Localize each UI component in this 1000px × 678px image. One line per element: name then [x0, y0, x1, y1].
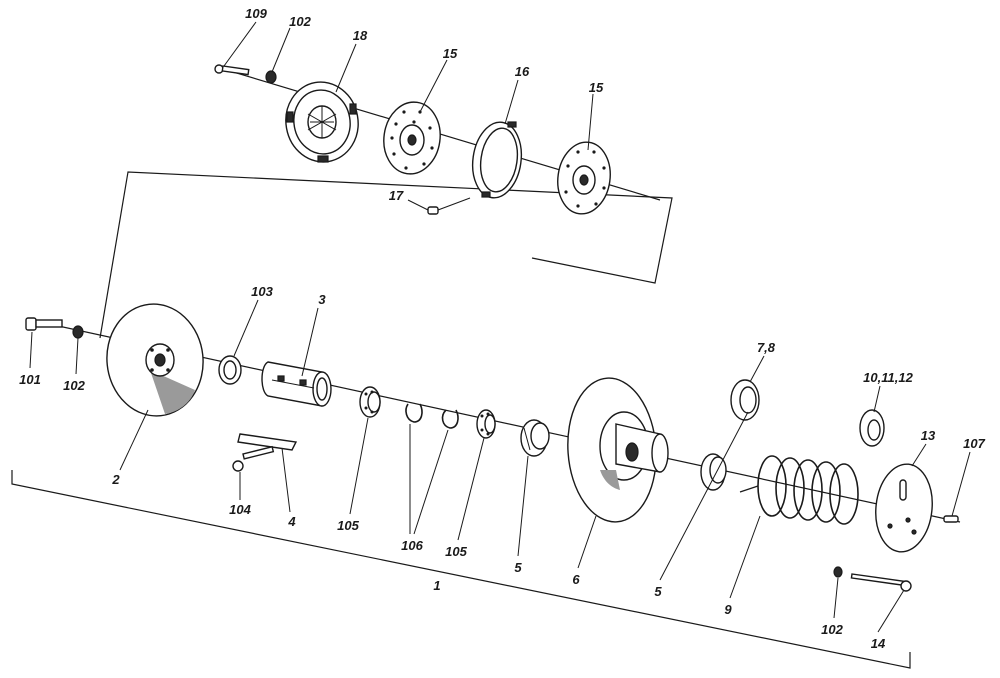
- bearing-105-left: [359, 386, 381, 418]
- pulley-half-6: [567, 377, 669, 523]
- washer-102-left: [72, 325, 84, 339]
- long-bolt-14: [850, 573, 912, 592]
- callout-5-right: 5: [654, 584, 662, 599]
- screw-107: [943, 515, 959, 523]
- washer-10-11-12: [859, 409, 885, 447]
- callout-15-right: 15: [589, 80, 604, 95]
- bolt-101: [25, 317, 63, 331]
- callout-13: 13: [921, 428, 936, 443]
- assembly-bracket: [11, 470, 911, 669]
- ring-5-left: [520, 419, 550, 457]
- callout-103: 103: [251, 284, 273, 299]
- callout-4: 4: [287, 514, 296, 529]
- callout-17: 17: [389, 188, 404, 203]
- intermediate-plate-16: [471, 121, 523, 199]
- callout-101: 101: [19, 372, 41, 387]
- bushing-7-8: [730, 379, 760, 421]
- screw-17: [427, 197, 471, 215]
- bolt-109: [214, 64, 250, 76]
- callout-102-top: 102: [289, 14, 311, 29]
- callout-3: 3: [318, 292, 326, 307]
- circlip-106-right: [441, 409, 459, 429]
- callout-106: 106: [401, 538, 423, 553]
- pressure-plate-18: [285, 81, 359, 163]
- callout-16: 16: [515, 64, 530, 79]
- key-4: [237, 433, 298, 451]
- callout-labels: 109 102 18 15 16 15 17 101 102 2 103 3 1…: [19, 6, 985, 651]
- bearing-105-right: [476, 409, 496, 439]
- callout-14: 14: [871, 636, 886, 651]
- callout-6: 6: [572, 572, 580, 587]
- callout-102-bottom: 102: [821, 622, 843, 637]
- connection-frame: [99, 171, 673, 339]
- callout-5-left: 5: [514, 560, 522, 575]
- hub-sleeve-3: [261, 361, 332, 407]
- bolt-104: [232, 445, 275, 472]
- end-plate-13: [875, 463, 933, 553]
- spring-9: [739, 455, 859, 525]
- friction-disc-15-right: [557, 141, 611, 215]
- callout-10-11-12: 10,11,12: [863, 370, 913, 385]
- callout-2: 2: [111, 472, 120, 487]
- callout-9: 9: [724, 602, 732, 617]
- callout-107: 107: [963, 436, 985, 451]
- callout-102-left: 102: [63, 378, 85, 393]
- callout-1: 1: [433, 578, 440, 593]
- washer-102-bottom: [833, 566, 843, 578]
- callout-18: 18: [353, 28, 368, 43]
- callout-7-8: 7,8: [757, 340, 776, 355]
- callout-104: 104: [229, 502, 251, 517]
- callout-109: 109: [245, 6, 267, 21]
- callout-15-left: 15: [443, 46, 458, 61]
- callout-105-right: 105: [445, 544, 467, 559]
- leader-lines: [29, 21, 971, 633]
- friction-disc-15-left: [383, 101, 441, 175]
- seal-ring-103: [218, 355, 242, 385]
- circlip-106-left: [405, 403, 423, 423]
- washer-102-top: [265, 70, 277, 84]
- ring-5-right: [700, 453, 727, 491]
- callout-105-left: 105: [337, 518, 359, 533]
- pulley-half-2: [106, 303, 204, 417]
